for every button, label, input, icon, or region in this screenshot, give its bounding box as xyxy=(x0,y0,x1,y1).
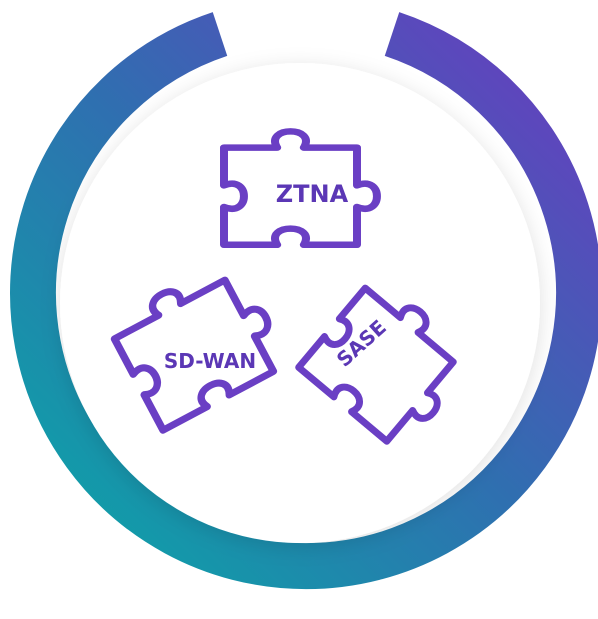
puzzle-label-ztna: ZTNA xyxy=(276,180,349,208)
outer-ring xyxy=(10,12,598,590)
puzzle-label-sdwan: SD-WAN xyxy=(164,349,256,373)
